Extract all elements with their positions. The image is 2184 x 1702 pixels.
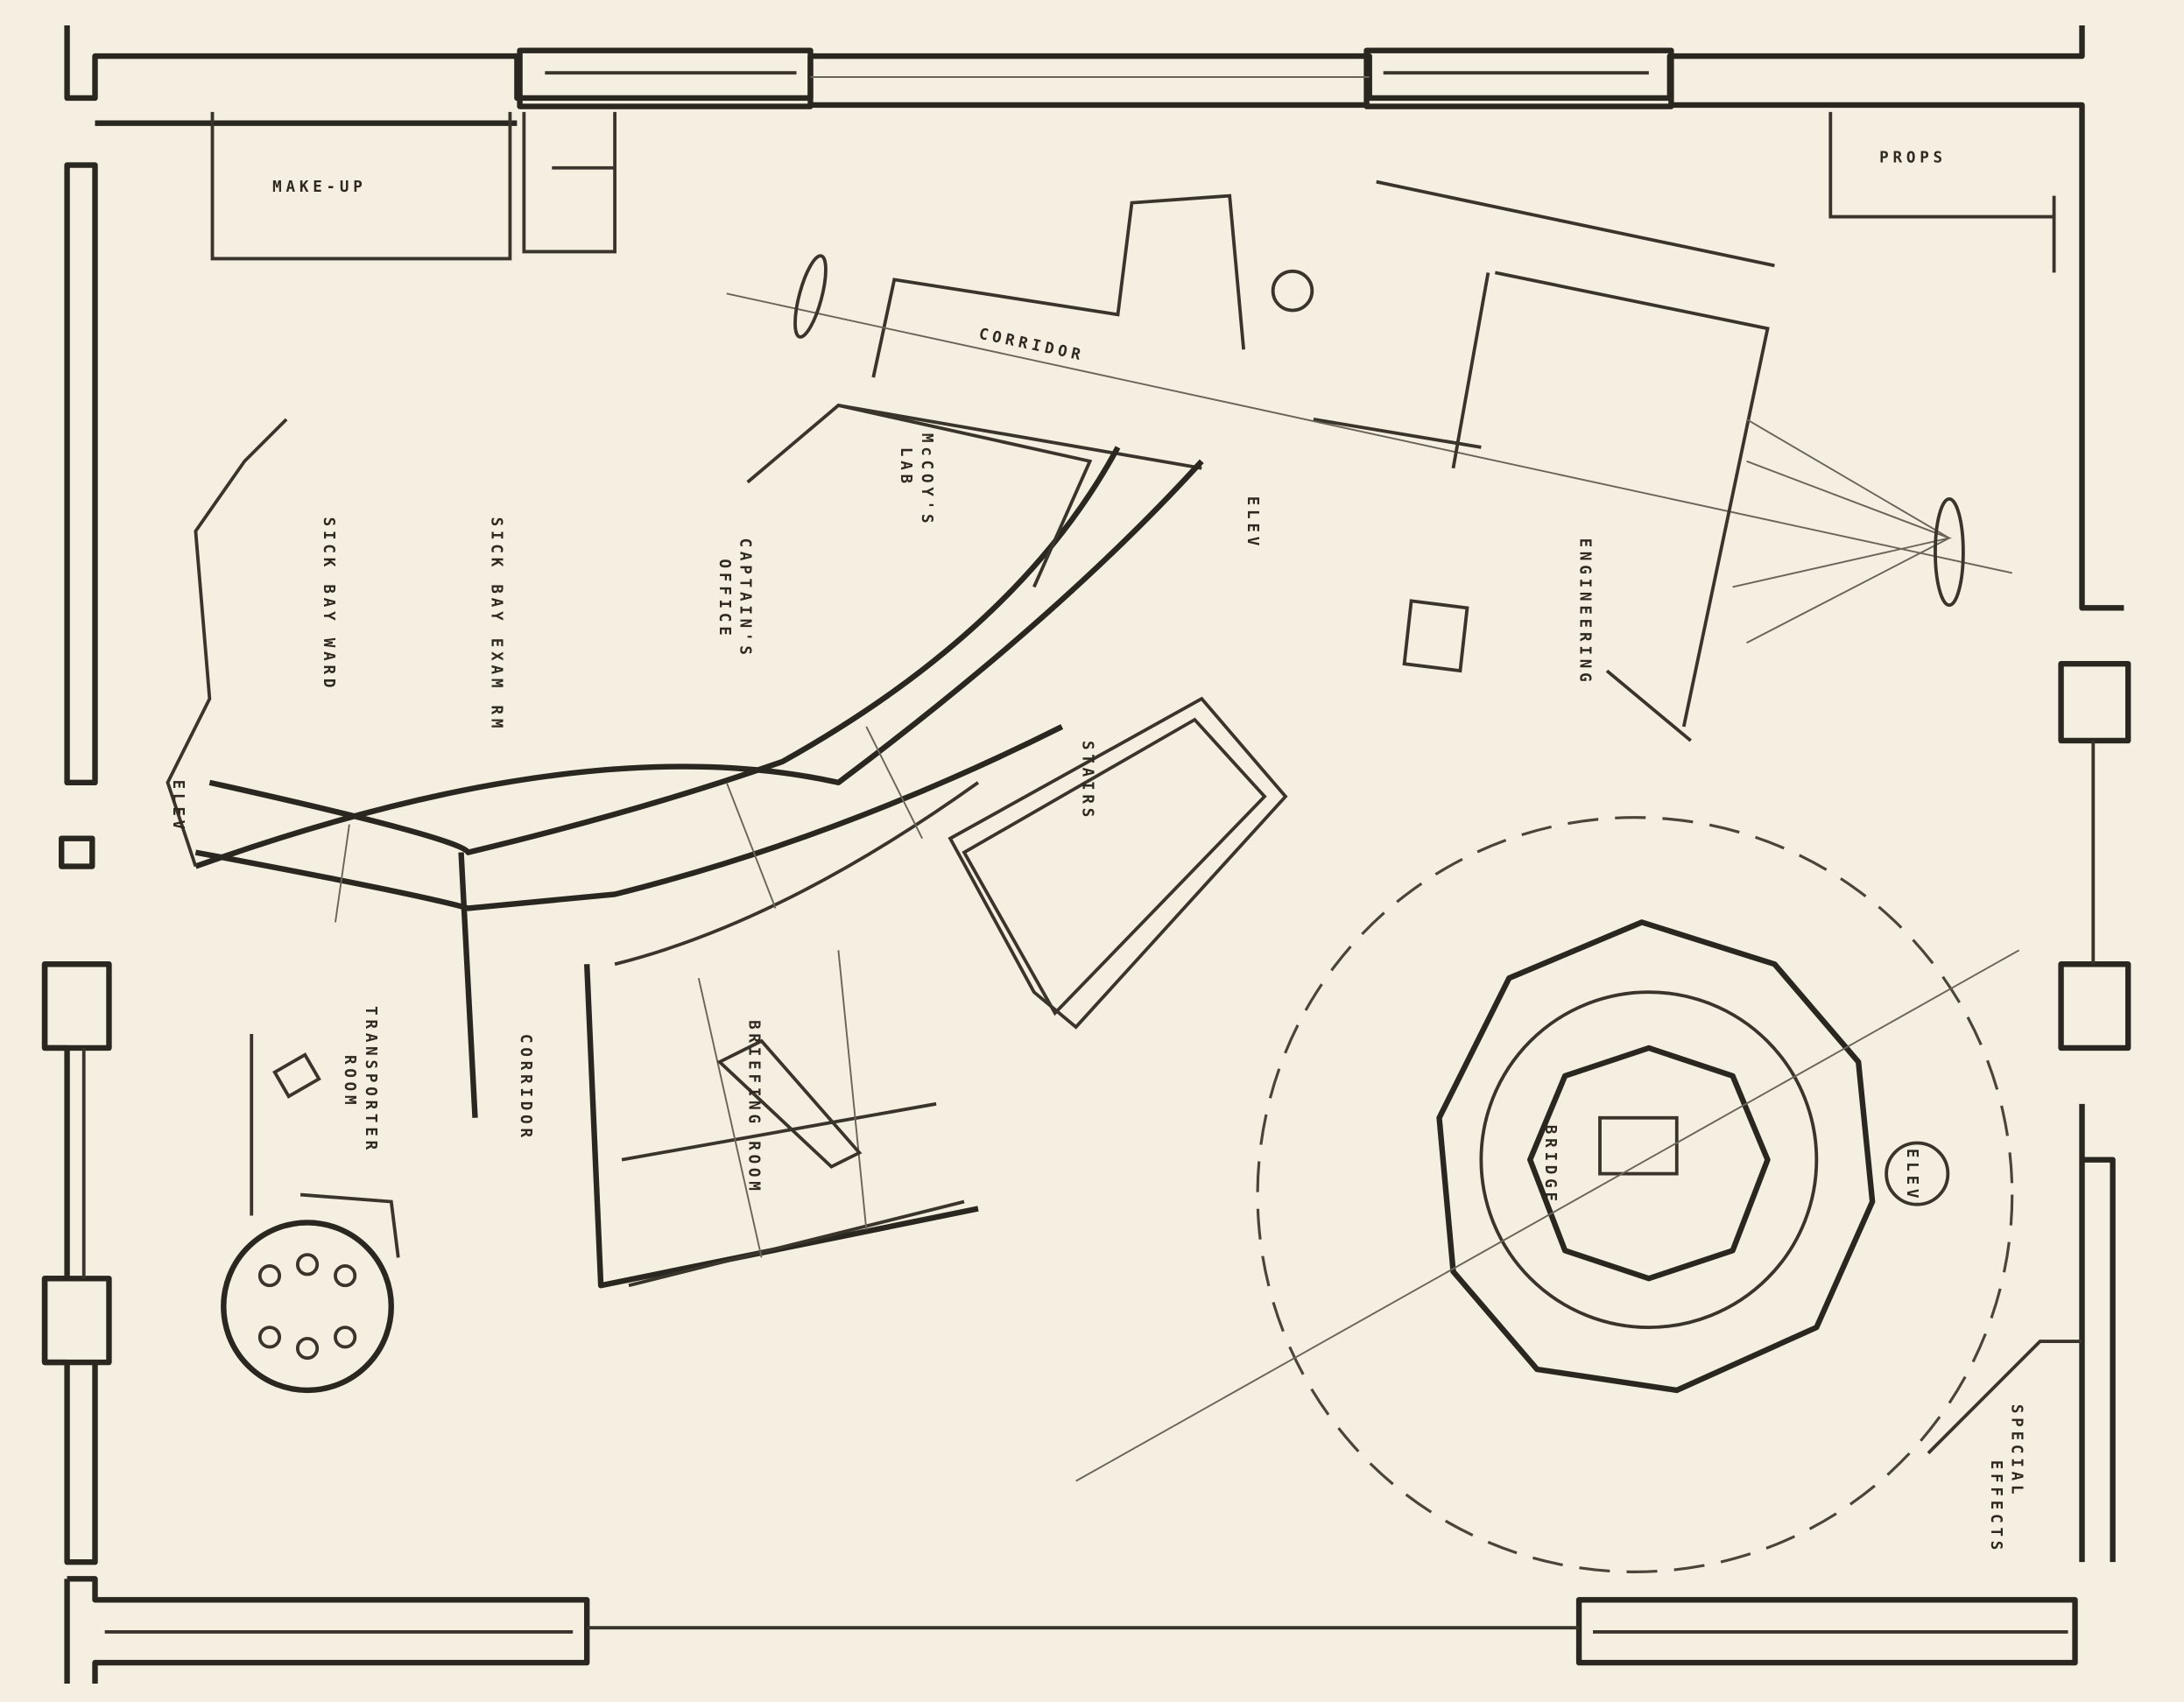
makeup-room [210, 111, 617, 261]
label-bridge: BRIDGE [1541, 1125, 1559, 1206]
label-sickbay-ward: SICK BAY WARD [320, 517, 337, 693]
label-briefing-room: BRIEFING ROOM [744, 1020, 762, 1195]
label-engineering: ENGINEERING [1576, 538, 1594, 686]
label-elev-mid: ELEV [1243, 496, 1261, 550]
props-room [1828, 111, 2056, 273]
curved-corridor [166, 403, 1288, 1289]
label-special-1: SPECIAL [2008, 1404, 2025, 1498]
label-elev-bridge: ELEV [1903, 1149, 1920, 1202]
label-captains-office-2: OFFICE [715, 559, 733, 640]
outer-walls [41, 25, 2131, 1684]
upper-corridor [726, 179, 2012, 742]
label-captains-office-1: CAPTAIN'S [736, 538, 754, 659]
bridge-set [1075, 816, 2020, 1573]
special-effects-area [1927, 1340, 2082, 1455]
label-elev-left: ELEV [169, 780, 187, 833]
label-lab-2: LAB [897, 447, 914, 488]
label-stairs: STAIRS [1079, 741, 1096, 821]
label-corridor-lower: CORRIDOR [517, 1034, 534, 1142]
briefing-room [621, 950, 965, 1288]
label-props: PROPS [1879, 149, 1947, 166]
label-makeup: MAKE-UP [272, 179, 366, 196]
transporter-room [221, 1034, 400, 1394]
label-transporter-2: ROOM [341, 1055, 358, 1108]
label-transporter-1: TRANSPORTER [362, 1006, 379, 1154]
label-lab-1: McCOY'S [918, 433, 935, 527]
label-special-2: EFFECTS [1987, 1460, 2004, 1554]
label-sickbay-exam: SICK BAY EXAM RM [488, 517, 505, 733]
